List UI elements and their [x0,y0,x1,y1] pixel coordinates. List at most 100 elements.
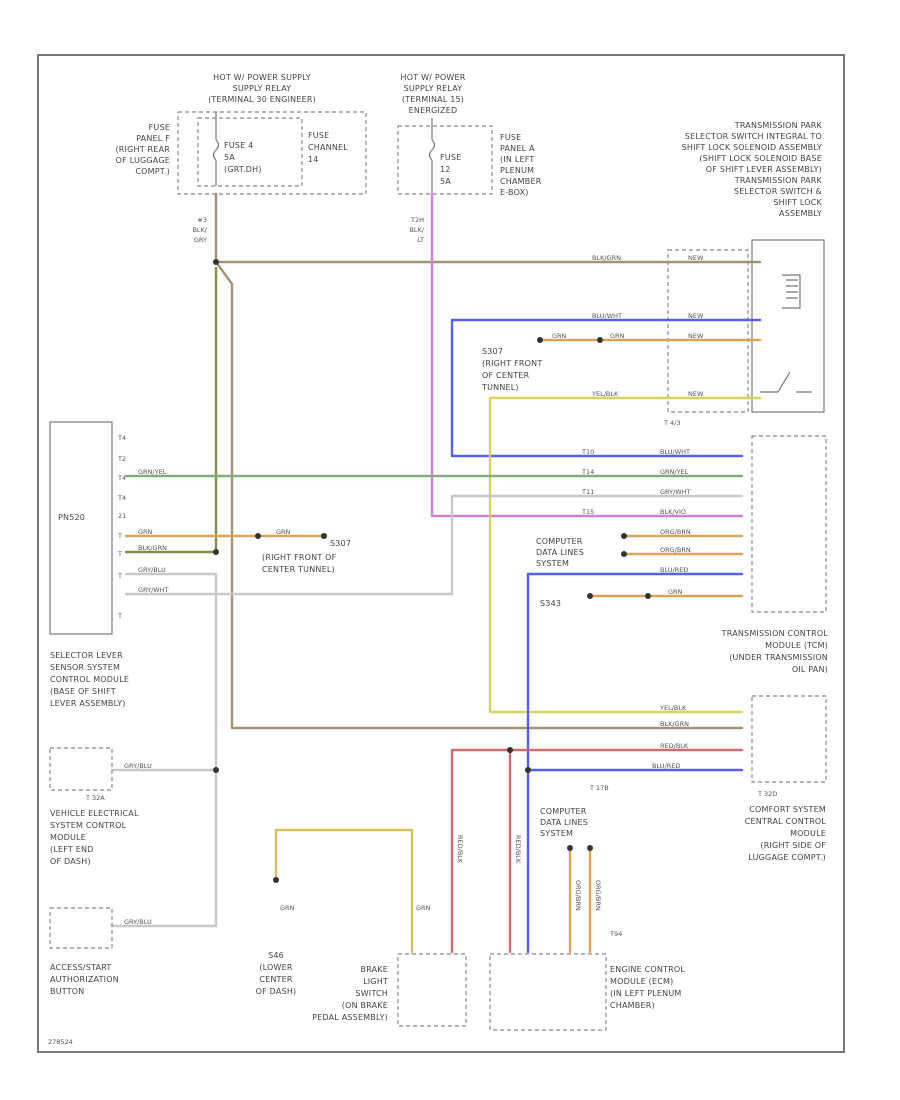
switch-icon [760,371,812,393]
svg-text:OF SHIFT LEVER ASSEMBLY): OF SHIFT LEVER ASSEMBLY) [706,165,822,174]
svg-text:(TERMINAL 15): (TERMINAL 15) [402,95,464,104]
svg-text:(SHIFT LOCK SOLENOID BASE: (SHIFT LOCK SOLENOID BASE [699,154,822,163]
selector-module-label: SELECTOR LEVER SENSOR SYSTEM CONTROL MOD… [50,651,129,708]
tcm-connector-pins: T10 T14 T11 T15 [581,448,594,516]
svg-text:T: T [117,550,122,558]
wl-comfort-blue: BLU/RED [652,762,680,770]
svg-text:TRANSMISSION CONTROL: TRANSMISSION CONTROL [721,629,829,638]
svg-text:T: T [117,612,122,620]
wl-tan-top: BLK/GRN [592,254,621,262]
svg-text:T11: T11 [581,488,594,496]
wl-comfort-tan: BLK/GRN [660,720,689,728]
wl-orange-top: GRN [552,332,567,340]
svg-text:TUNNEL): TUNNEL) [481,383,519,392]
svg-text:T4: T4 [117,474,126,482]
svg-text:FUSE: FUSE [308,131,329,140]
svg-text:T: T [117,572,122,580]
wl-comfort-red: RED/BLK [660,742,689,750]
t32a-label: T 32A [85,794,105,802]
svg-text:HOT W/ POWER: HOT W/ POWER [401,73,466,82]
svg-text:SHIFT LOCK: SHIFT LOCK [773,198,822,207]
svg-text:ASSEMBLY: ASSEMBLY [779,209,822,218]
svg-text:OIL PAN): OIL PAN) [792,665,828,674]
wl-yellow-top: YEL/BLK [591,390,619,398]
module-name: PN520 [58,513,85,522]
svg-text:T2H: T2H [410,216,424,224]
svg-text:PEDAL ASSEMBLY): PEDAL ASSEMBLY) [312,1013,388,1022]
svg-text:OF DASH): OF DASH) [256,987,297,996]
svg-text:CENTER TUNNEL): CENTER TUNNEL) [262,565,335,574]
svg-text:S307: S307 [330,539,351,548]
comfort-module-label: COMFORT SYSTEM CENTRAL CONTROL MODULE (R… [745,805,826,862]
svg-text:(GRT.DH): (GRT.DH) [224,165,262,174]
can-lines-2-label: COMPUTER DATA LINES SYSTEM [540,807,588,838]
svg-text:(TERMINAL 30 ENGINEER): (TERMINAL 30 ENGINEER) [208,95,316,104]
svg-text:ENERGIZED: ENERGIZED [409,106,458,115]
wire-yellow [488,396,762,714]
wl-module-gray1: GRY/BLU [138,566,166,574]
svg-text:BUTTON: BUTTON [50,987,84,996]
wire-yellow-brake [274,828,414,954]
wl-tcm-blue2: BLU/RED [660,566,688,574]
diagram-id: 278524 [48,1038,73,1046]
fuse-panel-a-box [397,125,493,195]
svg-text:CHANNEL: CHANNEL [308,143,348,152]
wl-module-gray2: GRY/WHT [138,586,169,594]
svg-text:(ON BRAKE: (ON BRAKE [342,1001,388,1010]
t17b-label: T 17B [589,784,609,792]
wl-orange-top2: GRN [610,332,625,340]
fuse-12-label: FUSE 12 5A [440,153,461,186]
brake-switch-label: BRAKE LIGHT SWITCH (ON BRAKE PEDAL ASSEM… [312,965,388,1022]
svg-text:(RIGHT SIDE OF: (RIGHT SIDE OF [760,841,826,850]
wl-tcm-purple: BLK/VIO [660,508,686,516]
svg-text:BRAKE: BRAKE [361,965,389,974]
wire-red [450,748,744,954]
svg-text:SENSOR SYSTEM: SENSOR SYSTEM [50,663,120,672]
wl-brake-yellow: GRN [416,904,431,912]
fuse-12-squiggle [428,139,436,161]
trans-switch-box [751,239,825,413]
svg-text:FUSE: FUSE [500,133,521,142]
wl-module-tan: BLK/GRN [138,544,167,552]
svg-text:T15: T15 [581,508,594,516]
wire-gray-vertical [110,572,218,928]
wl-brown-vert1: ORG/BRN [574,880,582,911]
svg-text:S46: S46 [268,951,284,960]
tcm-label: TRANSMISSION CONTROL MODULE (TCM) (UNDER… [721,629,829,674]
svg-text:LEVER ASSEMBLY): LEVER ASSEMBLY) [50,699,126,708]
fuse-panel-f-box [177,111,367,195]
wl-tcm-green: GRN/YEL [660,468,689,476]
tcm-box [751,435,827,613]
svg-text:OF LUGGAGE: OF LUGGAGE [116,156,170,165]
wire-tan-branch-down [214,260,744,730]
svg-text:(LEFT END: (LEFT END [50,845,94,854]
svg-text:BLK/: BLK/ [409,226,424,234]
svg-text:(IN LEFT PLENUM: (IN LEFT PLENUM [610,989,682,998]
svg-text:12: 12 [440,165,451,174]
wl-module-green: GRN/YEL [138,468,167,476]
fuse-4-squiggle [212,139,220,161]
wire-blue-top [450,318,762,458]
wl-tcm-orange1: ORG/BRN [660,528,691,536]
svg-text:ENGINE CONTROL: ENGINE CONTROL [610,965,685,974]
selector-module-box [49,421,113,635]
wire-label-blk-gray: #3 BLK/ GRY [192,216,207,244]
solenoid-icon [782,274,801,309]
splice-s307-mid-label: S307 (RIGHT FRONT OF CENTER TUNNEL) [262,539,351,574]
fuse-panel-a-label: FUSE PANEL A (IN LEFT PLENUM CHAMBER E-B… [500,133,542,197]
s46-label: S46 (LOWER CENTER OF DASH) [256,951,297,996]
trans-switch-label: TRANSMISSION PARK SELECTOR SWITCH INTEGR… [682,121,823,218]
svg-text:(BASE OF SHIFT: (BASE OF SHIFT [50,687,116,696]
wire-label-blk-lt: T2H BLK/ LT [409,216,424,244]
wl-pin-b: NEW [688,312,704,320]
svg-text:S307: S307 [482,347,503,356]
wire-blue-can [526,572,744,954]
svg-text:BLK/: BLK/ [192,226,207,234]
svg-text:SHIFT LOCK SOLENOID ASSEMBLY: SHIFT LOCK SOLENOID ASSEMBLY [682,143,822,152]
svg-text:SWITCH: SWITCH [355,989,388,998]
svg-text:FUSE 4: FUSE 4 [224,141,253,150]
svg-text:VEHICLE ELECTRICAL: VEHICLE ELECTRICAL [50,809,139,818]
t16-label: T94 [609,930,622,938]
svg-text:DATA LINES: DATA LINES [536,548,584,557]
